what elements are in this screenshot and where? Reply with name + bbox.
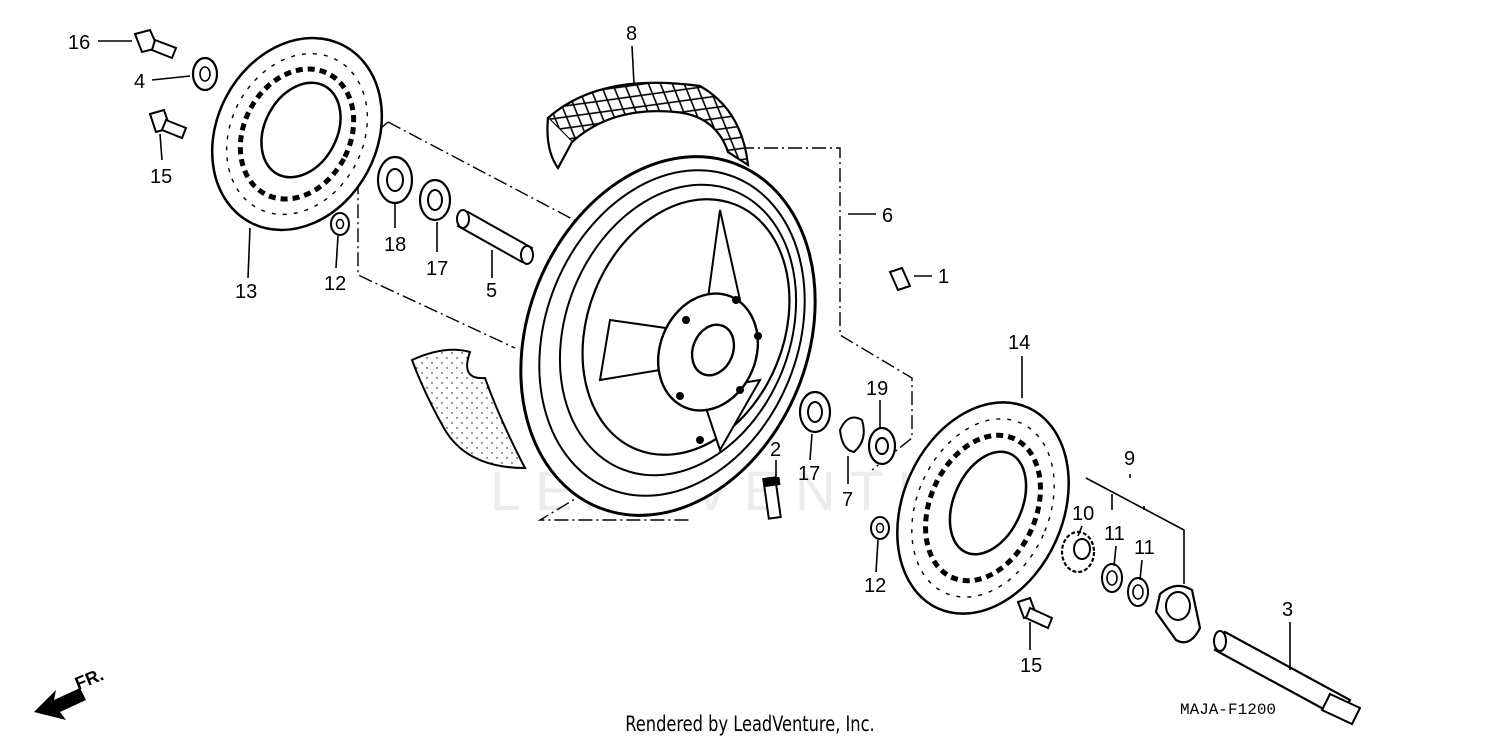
callout-15-right: 15 [1020, 655, 1042, 677]
callout-16: 16 [68, 32, 90, 54]
washer-11-a [1101, 563, 1123, 593]
washer-11-b [1127, 577, 1149, 607]
footer-credit: Rendered by LeadVenture, Inc. [625, 712, 875, 736]
callout-11-b: 11 [1134, 537, 1155, 559]
clip-1 [888, 266, 912, 292]
speedometer-retainer-7 [838, 416, 865, 454]
wheel-rim-6 [519, 155, 817, 517]
leader-lines [98, 40, 1291, 670]
callout-12-left: 12 [324, 273, 346, 295]
callout-10: 10 [1072, 503, 1094, 525]
callout-15-left: 15 [150, 166, 172, 188]
callout-18: 18 [384, 234, 406, 256]
callout-8: 8 [626, 23, 637, 45]
callout-7: 7 [842, 489, 853, 511]
bolt-16 [133, 28, 178, 60]
brake-disc-14 [896, 401, 1070, 615]
inner-tube [410, 348, 527, 470]
brake-disc-13 [210, 36, 384, 232]
dust-seal-19 [867, 426, 897, 466]
callout-4: 4 [134, 71, 145, 93]
bolt-15-right [1016, 596, 1054, 630]
callout-17-left: 17 [426, 258, 448, 280]
valve-2 [762, 476, 782, 520]
callout-17-right: 17 [798, 463, 820, 485]
callout-6: 6 [882, 205, 893, 227]
callout-12-right: 12 [864, 575, 886, 597]
collar-4 [191, 56, 219, 92]
callout-19: 19 [866, 378, 888, 400]
bolt-15-left [148, 108, 188, 140]
diagram-code: MAJA-F1200 [1180, 701, 1276, 719]
washer-12-right [870, 516, 890, 540]
washer-12-left [330, 212, 350, 236]
tire-8 [546, 81, 750, 171]
callout-3: 3 [1282, 599, 1293, 621]
callout-13: 13 [235, 281, 257, 303]
callout-1: 1 [938, 266, 949, 288]
callout-9: 9 [1124, 448, 1135, 470]
callout-labels: 16 4 15 8 6 1 18 17 5 13 12 14 19 2 17 7… [68, 23, 1293, 677]
speedometer-gear-10 [1060, 530, 1096, 574]
gearbox-9 [1154, 584, 1202, 644]
front-direction-arrow-icon: FR. [34, 664, 106, 720]
axle-3 [1213, 630, 1362, 726]
bearing-17-left [418, 178, 452, 222]
bearing-17-right [798, 390, 832, 434]
direction-label: FR. [72, 664, 106, 693]
dust-seal-18 [376, 155, 414, 205]
callout-5: 5 [486, 280, 497, 302]
callout-2: 2 [770, 439, 781, 461]
callout-14: 14 [1008, 332, 1030, 354]
axle-spacer-5 [456, 209, 534, 265]
callout-11-a: 11 [1104, 523, 1125, 545]
